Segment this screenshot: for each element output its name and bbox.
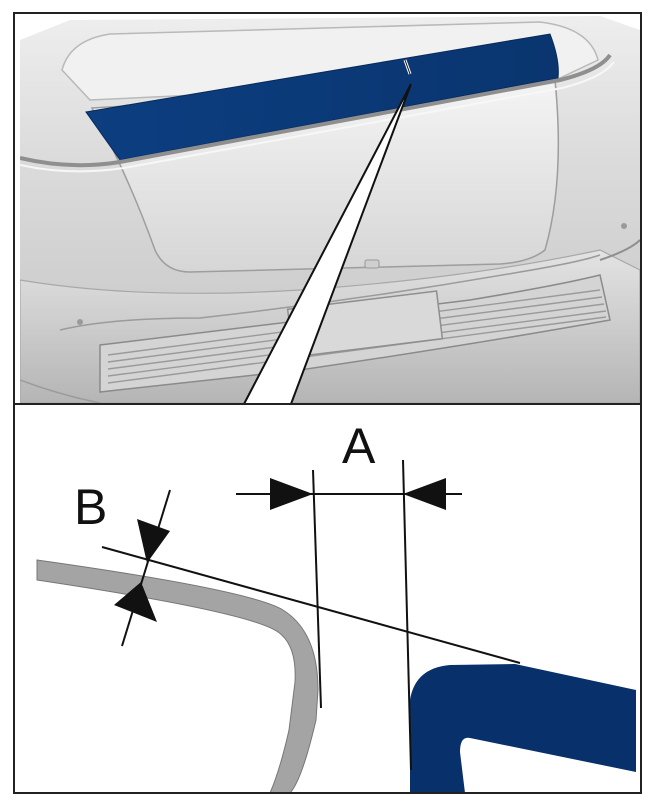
trim-piece: [410, 664, 636, 793]
dimension-a-extension-right: [402, 459, 412, 771]
dimension-b-label: B: [74, 479, 107, 535]
dimension-b-arrow-bottom: [114, 582, 157, 622]
shoulder-line: [20, 53, 612, 168]
car-rear-view: [20, 13, 640, 403]
parking-sensor-right: [621, 223, 627, 229]
detail-view: A B: [20, 404, 640, 794]
dimension-a-label: A: [342, 418, 376, 474]
parking-sensor-left: [77, 319, 83, 325]
dimension-b-line: [121, 489, 171, 647]
flush-reference-line: [101, 546, 521, 664]
trunk-handle: [364, 259, 380, 269]
dimension-b-arrow-top: [137, 519, 170, 563]
dimension-a-arrow-right: [403, 478, 446, 510]
highlighted-panel: [85, 33, 559, 161]
bumper-crease: [59, 254, 601, 331]
dimension-a-arrow-left: [270, 478, 313, 510]
detail-marker-outline: [404, 59, 411, 75]
corner-edge-right: [599, 239, 640, 261]
shoulder-highlight: [20, 61, 615, 173]
dimension-a-extension-left: [312, 469, 322, 709]
lower-edge-left: [20, 379, 101, 403]
